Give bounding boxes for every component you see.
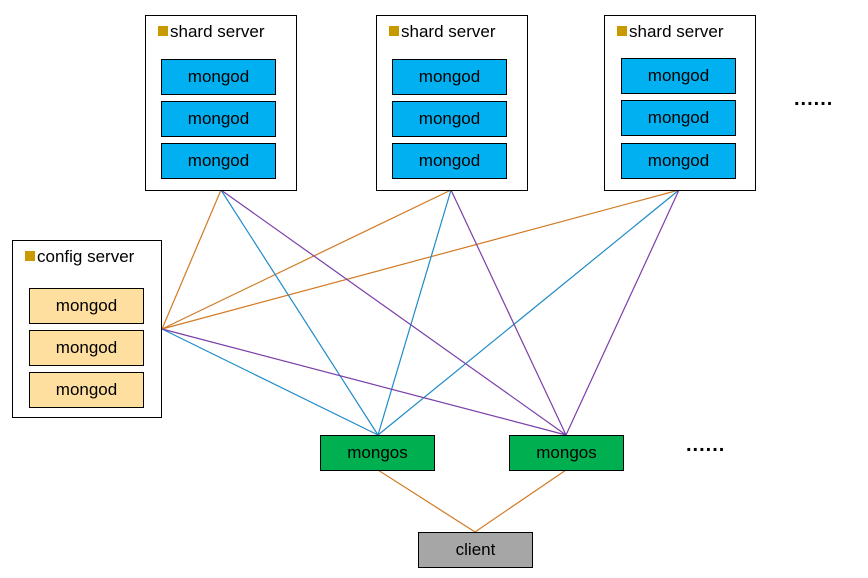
config-mongod-node[interactable]: mongod (29, 372, 144, 408)
shard-1-to-mongos-1-line (220, 189, 379, 436)
shard-3-to-mongos-2-line (565, 189, 680, 436)
shard-server-3: shard server mongod mongod mongod (604, 15, 756, 191)
mongos-1-to-client-line (377, 469, 476, 533)
config-to-mongos-1-line (161, 328, 379, 436)
shard-mongod-node[interactable]: mongod (161, 101, 276, 137)
shard-mongod-node[interactable]: mongod (621, 100, 736, 136)
bullet-icon (25, 251, 35, 261)
mongos-2-to-client-line (474, 469, 567, 533)
bullet-icon (158, 26, 168, 36)
bullet-icon (389, 26, 399, 36)
shard-mongod-node[interactable]: mongod (161, 59, 276, 95)
config-server: config server mongod mongod mongod (12, 240, 162, 418)
config-to-shard-1-line (161, 189, 222, 330)
shard-mongod-node[interactable]: mongod (392, 59, 507, 95)
shard-2-to-mongos-1-line (377, 189, 452, 436)
config-mongod-node[interactable]: mongod (29, 330, 144, 366)
shard-mongod-node[interactable]: mongod (621, 143, 736, 179)
shard-1-to-mongos-2-line (220, 189, 567, 436)
client-node[interactable]: client (418, 532, 533, 568)
config-to-shard-2-line (161, 189, 452, 330)
shard-2-to-mongos-2-line (450, 189, 567, 436)
shard-mongod-node[interactable]: mongod (392, 143, 507, 179)
mongos-router-1[interactable]: mongos (320, 435, 435, 471)
shard-server-title: shard server (389, 22, 495, 42)
mongos-router-2[interactable]: mongos (509, 435, 624, 471)
more-routers-ellipsis: ...... (686, 434, 726, 456)
shard-mongod-node[interactable]: mongod (392, 101, 507, 137)
shard-server-1: shard server mongod mongod mongod (145, 15, 297, 191)
config-to-mongos-2-line (161, 328, 567, 436)
config-server-title: config server (25, 247, 134, 267)
more-shards-ellipsis: ...... (794, 88, 834, 110)
bullet-icon (617, 26, 627, 36)
shard-server-title: shard server (617, 22, 723, 42)
shard-mongod-node[interactable]: mongod (621, 58, 736, 94)
shard-server-2: shard server mongod mongod mongod (376, 15, 528, 191)
config-to-shard-3-line (161, 189, 680, 330)
shard-server-title: shard server (158, 22, 264, 42)
config-mongod-node[interactable]: mongod (29, 288, 144, 324)
shard-3-to-mongos-1-line (377, 189, 680, 436)
shard-mongod-node[interactable]: mongod (161, 143, 276, 179)
